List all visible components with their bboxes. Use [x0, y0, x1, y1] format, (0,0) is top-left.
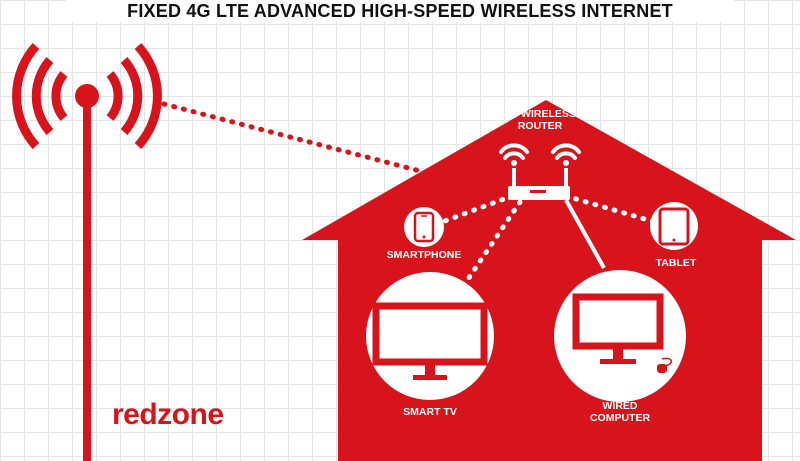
page-title: FIXED 4G LTE ADVANCED HIGH-SPEED WIRELES…	[127, 0, 673, 21]
house-shape	[302, 100, 796, 461]
desktop-computer-icon	[554, 270, 686, 402]
mouse-icon	[657, 364, 667, 373]
signal-line-tower-router	[161, 101, 511, 197]
router-label: 4G WIRELESS ROUTER	[498, 108, 582, 132]
smartphone-label: SMARTPHONE	[386, 249, 462, 261]
signal-line-router-tv	[459, 199, 523, 291]
wired-label-line1: WIRED	[602, 400, 638, 412]
wired-computer-label: WIRED COMPUTER	[576, 400, 664, 424]
signal-line-router-smartphone	[439, 193, 515, 225]
cell-tower-icon	[12, 42, 162, 461]
tv-icon	[366, 272, 494, 400]
smart-tv-label: SMART TV	[403, 406, 457, 418]
wifi-router-icon	[499, 143, 581, 200]
wired-label-line2: COMPUTER	[589, 412, 651, 424]
title-bar: FIXED 4G LTE ADVANCED HIGH-SPEED WIRELES…	[66, 0, 734, 22]
brand-logo: redzone	[112, 398, 224, 431]
tablet-icon	[650, 202, 698, 250]
router-label-line1: 4G WIRELESS	[504, 108, 576, 120]
router-label-line2: ROUTER	[517, 120, 563, 132]
tablet-label: TABLET	[655, 257, 697, 269]
wired-line-router-computer	[564, 199, 606, 269]
smartphone-icon	[404, 207, 444, 247]
